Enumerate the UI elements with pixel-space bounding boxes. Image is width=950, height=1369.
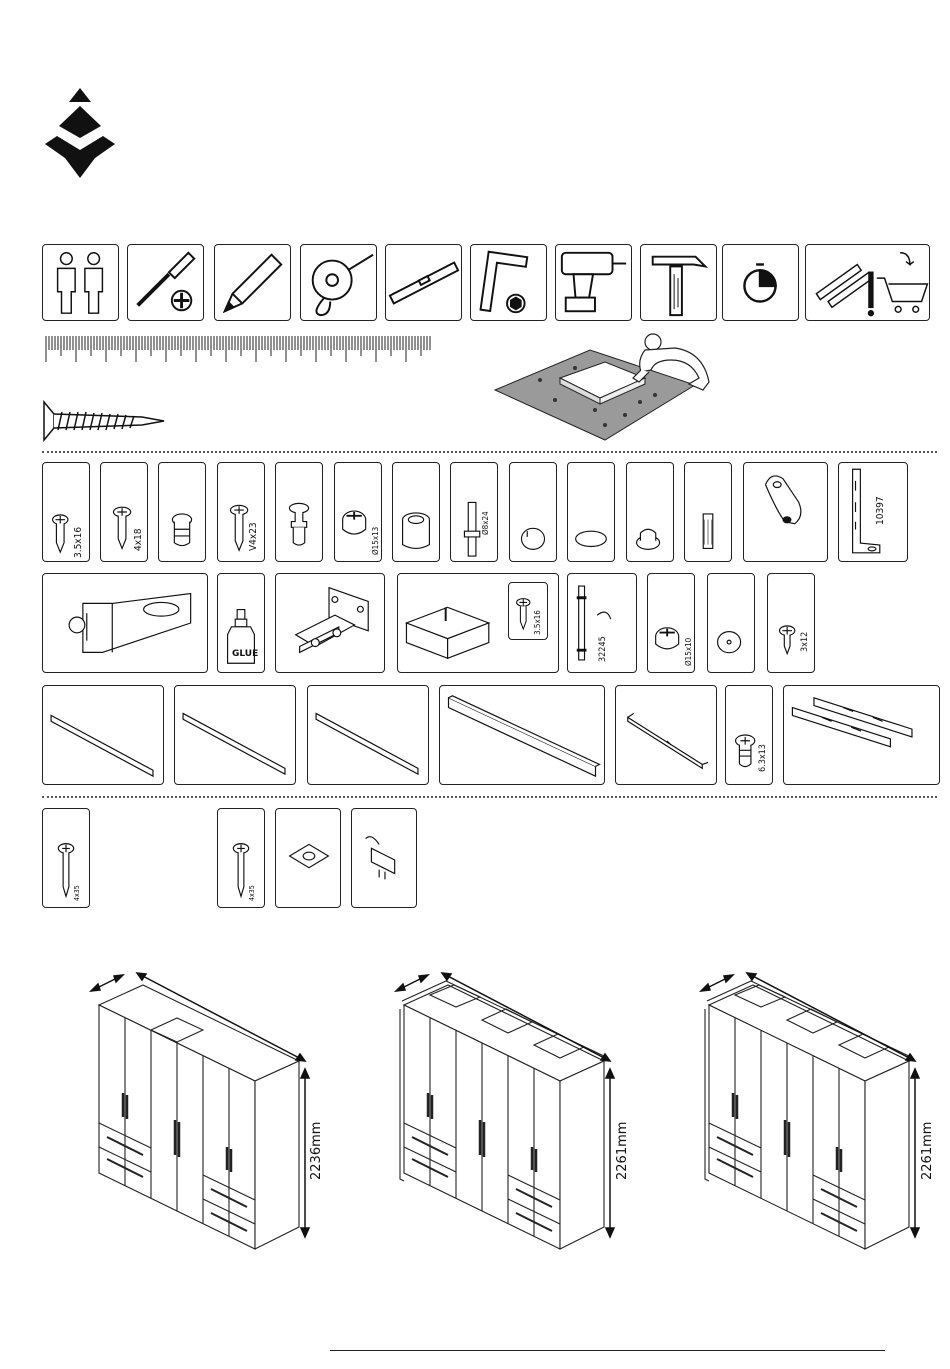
part-label: 4x35	[248, 885, 256, 901]
part-screw-4x35-a: 4x35	[42, 808, 90, 908]
part-screw-4x35-b: 4x35	[217, 808, 265, 908]
part-glue-bottle: GLUE	[217, 573, 265, 673]
part-square-plate	[275, 808, 341, 908]
assembly-on-floor-illustration	[495, 330, 725, 445]
part-screw-3-5x16-inset: 3.5x16	[508, 582, 548, 640]
part-insert-dowel	[158, 462, 206, 562]
part-rail-2	[174, 685, 296, 785]
pencil-icon	[214, 244, 291, 321]
part-label: 3x12	[800, 632, 810, 652]
part-screw-6-3x13: 6.3x13	[725, 685, 773, 785]
part-clothes-rail-holder	[42, 573, 208, 673]
part-connector-8x24: Ø8x24	[450, 462, 498, 562]
part-rail-1	[42, 685, 164, 785]
part-cover-cap	[509, 462, 557, 562]
part-wooden-block-set: 3.5x16	[397, 573, 559, 673]
part-angle-bracket-10397: 10397	[838, 462, 908, 562]
height-dimension-1: 2236mm	[309, 1122, 324, 1180]
two-persons-icon	[42, 244, 119, 321]
logo-icon	[45, 88, 115, 178]
part-rail-3	[307, 685, 429, 785]
part-screw-3x12: 3x12	[767, 573, 815, 673]
timer-icon	[722, 244, 799, 321]
part-led-adapter	[351, 808, 417, 908]
part-label: V4x23	[248, 522, 259, 551]
part-hanging-bracket	[743, 462, 828, 562]
part-label: 3.5x16	[73, 527, 84, 558]
part-cam-lock-15x10: Ø15x10	[647, 573, 695, 673]
hammer-icon	[640, 244, 717, 321]
part-label: Ø15x13	[371, 527, 380, 555]
part-clothes-rail	[439, 685, 605, 785]
part-label: Ø15x10	[684, 638, 693, 666]
hex-key-icon	[470, 244, 547, 321]
height-dimension-2: 2261mm	[615, 1122, 630, 1180]
part-label: 6.3x13	[758, 744, 768, 772]
part-label: 4x35	[73, 885, 81, 901]
divider-1	[42, 451, 937, 453]
drill-icon	[555, 244, 632, 321]
part-shelf-support-32245: 32245	[567, 573, 637, 673]
part-button-cap	[626, 462, 674, 562]
part-label: Ø8x24	[481, 511, 490, 535]
height-dimension-3: 2261mm	[920, 1122, 935, 1180]
part-screw-v4x23: V4x23	[217, 462, 265, 562]
part-label: 3.5x16	[533, 610, 542, 635]
wardrobe-drawing-2	[390, 965, 640, 1255]
part-plastic-cup	[392, 462, 440, 562]
wardrobe-drawing-1	[85, 965, 335, 1255]
screwdriver-icon	[127, 244, 204, 321]
ruler-scale	[45, 334, 430, 364]
part-label: 10397	[875, 496, 886, 525]
part-wooden-dowel	[684, 462, 732, 562]
part-round-cover	[707, 573, 755, 673]
part-hanger-rod	[615, 685, 717, 785]
part-label: 4x18	[133, 529, 144, 552]
part-disc	[567, 462, 615, 562]
part-cam-bolt	[275, 462, 323, 562]
part-drawer-runners	[783, 685, 940, 785]
part-screw-4x18: 4x18	[100, 462, 148, 562]
glue-label: GLUE	[232, 649, 258, 659]
part-cam-lock-15x13: Ø15x13	[334, 462, 382, 562]
wall-plugs-warning-icon	[805, 244, 930, 321]
wardrobe-drawing-3	[695, 965, 945, 1255]
spirit-level-icon	[385, 244, 462, 321]
part-label: 32245	[598, 636, 608, 662]
part-door-hinge	[275, 573, 385, 673]
divider-2	[42, 796, 937, 798]
part-screw-3-5x16: 3.5x16	[42, 462, 90, 562]
tape-measure-icon	[300, 244, 377, 321]
screw-icon	[42, 400, 167, 442]
bottom-rule	[330, 1350, 885, 1351]
